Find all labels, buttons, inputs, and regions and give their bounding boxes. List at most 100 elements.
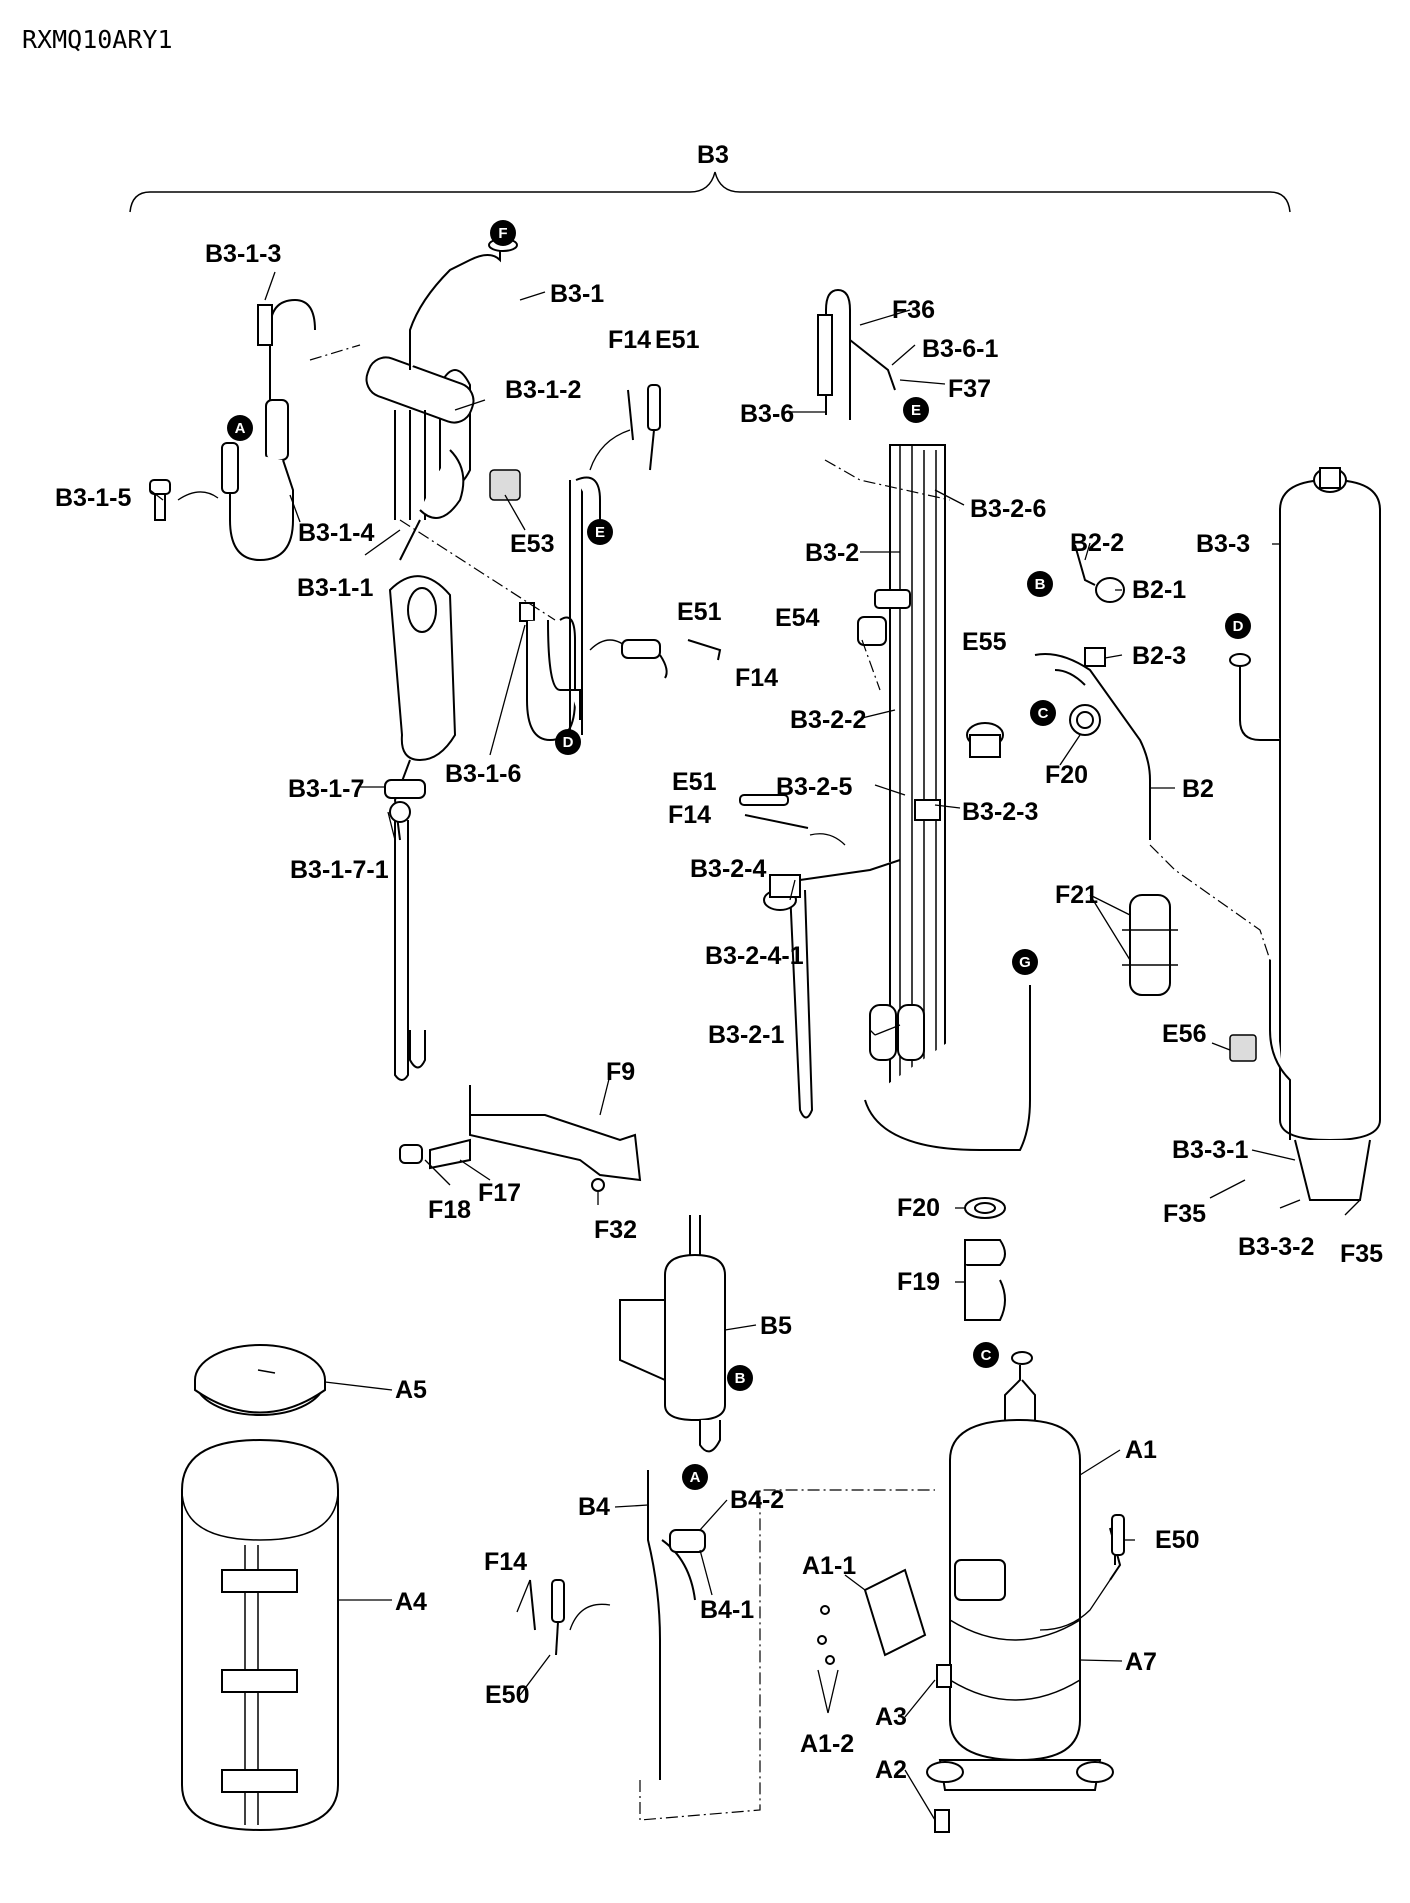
label-f18: F18 — [428, 1196, 471, 1224]
marker-c-low: C — [973, 1342, 999, 1368]
label-f21: F21 — [1055, 881, 1098, 909]
arrow-to-e50 — [569, 1603, 611, 1631]
clamp-f21 — [1122, 894, 1178, 996]
label-a1-1: A1-1 — [802, 1552, 856, 1580]
dash-b3-6 — [824, 459, 951, 501]
label-b4-2: B4-2 — [730, 1486, 784, 1514]
svg-text:B: B — [735, 1370, 746, 1387]
label-f20-b: F20 — [897, 1194, 940, 1222]
label-b3-6-1: B3-6-1 — [922, 335, 999, 363]
label-b2: B2 — [1182, 775, 1214, 803]
part-e56 — [1229, 1034, 1257, 1062]
pipe-b3-2-manifold — [789, 444, 1031, 1151]
marker-e-top: E — [903, 397, 929, 423]
sensor-e51-f14-mid — [621, 639, 722, 679]
dash-b3-1-3 — [309, 344, 361, 361]
label-e56: E56 — [1162, 1020, 1206, 1048]
label-b3-3: B3-3 — [1196, 530, 1250, 558]
part-labels: B3-1-3 B3-1 B3-1-2 B3-1-5 B3-1-4 B3-1-1 … — [55, 240, 1383, 1784]
label-b3-2-1: B3-2-1 — [708, 1021, 785, 1049]
group-label: B3 — [697, 141, 729, 169]
label-b3-2: B3-2 — [805, 539, 859, 567]
label-b3-1-6: B3-1-6 — [445, 760, 521, 788]
label-e50-a: E50 — [1155, 1526, 1199, 1554]
arrow-to-f14 — [589, 429, 631, 471]
label-b3-2-4-1: B3-2-4-1 — [705, 942, 804, 970]
part-e54 — [857, 616, 887, 646]
dash-b2 — [1149, 844, 1271, 961]
arrow-b3-1-5 — [177, 491, 219, 501]
dash-b3-1 — [399, 519, 556, 621]
sensor-f14-e50-low — [529, 1579, 565, 1656]
arrow-to-e50-right — [1039, 1579, 1111, 1631]
label-b3-1-5: B3-1-5 — [55, 484, 132, 512]
label-a5: A5 — [395, 1376, 427, 1404]
label-f36: F36 — [892, 296, 935, 324]
svg-text:D: D — [1233, 618, 1244, 635]
label-b4: B4 — [578, 1493, 610, 1521]
svg-text:A: A — [235, 420, 246, 437]
marker-g: G — [1012, 949, 1038, 975]
label-e51-a: E51 — [655, 326, 700, 354]
svg-text:G: G — [1019, 954, 1031, 971]
pipe-b3-6 — [817, 288, 896, 420]
label-f19: F19 — [897, 1268, 940, 1296]
label-b3-2-3: B3-2-3 — [962, 798, 1038, 826]
pipe-b4 — [647, 1470, 706, 1780]
svg-text:E: E — [595, 524, 605, 541]
arrow-b3-2-sensor — [809, 833, 846, 846]
model-title: RXMQ10ARY1 — [22, 25, 173, 54]
bracket-f19 — [964, 1239, 1006, 1321]
label-a1: A1 — [1125, 1436, 1157, 1464]
label-e51-b: E51 — [677, 598, 722, 626]
label-f14-d: F14 — [484, 1548, 527, 1576]
label-b5: B5 — [760, 1312, 792, 1340]
label-e54: E54 — [775, 604, 820, 632]
marker-a-low: A — [682, 1464, 708, 1490]
cover-a5 — [194, 1344, 326, 1416]
label-f14-c: F14 — [668, 801, 711, 829]
label-b3-3-1: B3-3-1 — [1172, 1136, 1249, 1164]
grommet-f20-mid — [964, 1197, 1006, 1219]
svg-text:C: C — [981, 1347, 992, 1364]
dash-b4-a1 — [639, 1489, 935, 1821]
bracket-f9 — [399, 1085, 642, 1192]
pipe-b3-1-3-assembly — [221, 298, 316, 562]
label-b2-1: B2-1 — [1132, 576, 1186, 604]
label-f37: F37 — [948, 375, 991, 403]
marker-a-top: A — [227, 415, 253, 441]
marker-d-mid: D — [555, 729, 581, 755]
label-b2-3: B2-3 — [1132, 642, 1186, 670]
label-f14-b: F14 — [735, 664, 778, 692]
marker-d-right: D — [1225, 613, 1251, 639]
compressor-a1 — [926, 1351, 1125, 1833]
label-a1-2: A1-2 — [800, 1730, 854, 1758]
label-b3-1-1: B3-1-1 — [297, 574, 374, 602]
label-a7: A7 — [1125, 1648, 1157, 1676]
marker-b-low: B — [727, 1365, 753, 1391]
dash-e54 — [861, 639, 881, 691]
pipe-b3-1-5-valve — [149, 479, 171, 521]
sensor-e51-f14-low — [739, 794, 809, 829]
marker-c-right: C — [1030, 700, 1056, 726]
group-bracket — [129, 171, 1291, 213]
four-way-valve-b3-1-2 — [365, 238, 518, 520]
label-a3: A3 — [875, 1703, 907, 1731]
label-f17: F17 — [478, 1179, 521, 1207]
part-e53 — [489, 469, 521, 501]
marker-e-mid: E — [587, 519, 613, 545]
label-e50-b: E50 — [485, 1681, 529, 1709]
svg-text:C: C — [1038, 705, 1049, 722]
label-f20-a: F20 — [1045, 761, 1088, 789]
label-b3-1-7: B3-1-7 — [288, 775, 364, 803]
label-b3-1-4: B3-1-4 — [298, 519, 375, 547]
accumulator-b3-3 — [1229, 467, 1381, 1201]
label-f9: F9 — [606, 1058, 635, 1086]
label-b4-1: B4-1 — [700, 1596, 754, 1624]
label-e53: E53 — [510, 530, 554, 558]
label-a2: A2 — [875, 1756, 907, 1784]
label-b3-2-4: B3-2-4 — [690, 855, 767, 883]
pipe-b3-1-6 — [519, 602, 581, 742]
label-b3-2-6: B3-2-6 — [970, 495, 1046, 523]
